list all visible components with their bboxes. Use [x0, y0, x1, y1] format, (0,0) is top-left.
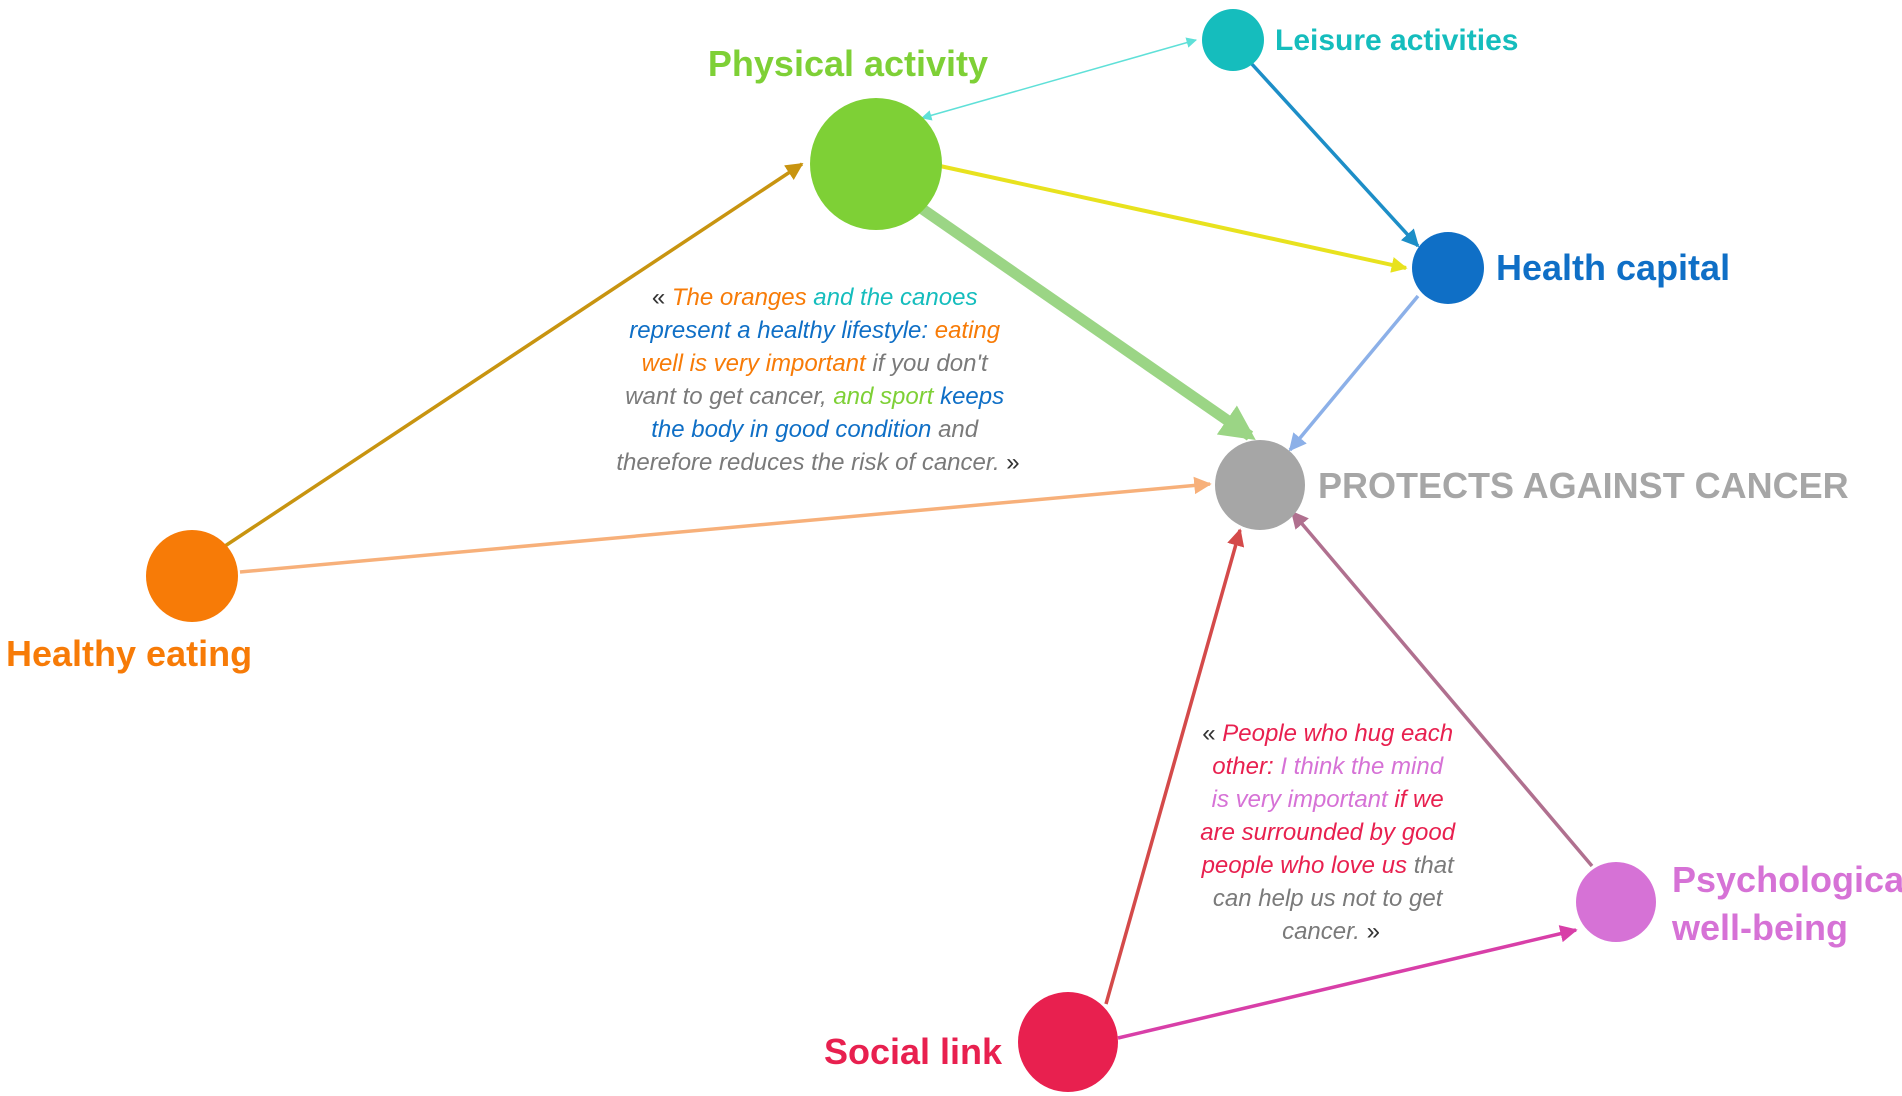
edge-healthy-eating-physical — [221, 162, 804, 550]
edge-social-protects — [1104, 528, 1245, 1005]
quote-hug: « People who hug each other: I think the… — [1200, 720, 1462, 945]
physical-activity-node — [810, 98, 942, 230]
quote2-line3: is very important if we — [1212, 786, 1444, 813]
quote2-pink-text-2: is very important — [1212, 786, 1389, 813]
quote2-open-mark: « — [1202, 720, 1222, 747]
psychological-label-line1: Psychological — [1672, 859, 1902, 900]
psychological-well-being-label: Psychological well-being — [1671, 859, 1902, 948]
quote2-gray-text: that — [1407, 852, 1455, 879]
quote2-line5: people who love us that — [1201, 852, 1456, 879]
quote1-gray-text: if you don't — [866, 350, 989, 377]
edge-leisure-health-capital — [1248, 60, 1420, 248]
quote2-red-text-3: if we — [1388, 786, 1444, 813]
quote1-orange-text-2: eating — [935, 317, 1001, 344]
quote2-line2: other: I think the mind — [1212, 753, 1443, 780]
edge-healthy-eating-protects — [239, 476, 1212, 574]
quote1-line4: want to get cancer, and sport keeps — [625, 383, 1004, 410]
psychological-label-line2: well-being — [1671, 907, 1848, 948]
quote1-line3: well is very important if you don't — [642, 350, 989, 377]
edge-psychological-protects — [1290, 510, 1594, 868]
quote1-blue-text: represent a healthy lifestyle: — [629, 317, 935, 344]
edge-health-capital-protects — [1288, 294, 1420, 452]
quote1-line2: represent a healthy lifestyle: eating — [629, 317, 1001, 344]
physical-activity-label: Physical activity — [708, 43, 988, 84]
quote2-line1: « People who hug each — [1202, 720, 1453, 747]
quote2-red-text-4: people who love us — [1201, 852, 1407, 879]
edge-leisure-physical — [920, 37, 1198, 121]
quote-healthy-lifestyle: « The oranges and the canoes represent a… — [616, 284, 1019, 476]
quote1-line6: therefore reduces the risk of cancer. » — [616, 449, 1019, 476]
social-link-label: Social link — [824, 1031, 1003, 1072]
quote1-orange-text: The oranges — [672, 284, 807, 311]
leisure-activities-node — [1202, 9, 1264, 71]
quote1-close-mark: » — [1006, 449, 1019, 476]
quote1-gray-text-4: therefore reduces the risk of cancer. — [616, 449, 1006, 476]
quote2-line6: can help us not to get — [1213, 885, 1444, 912]
quote2-red-text: People who hug each — [1222, 720, 1453, 747]
quote1-green-text: and sport — [833, 383, 934, 410]
protects-against-cancer-label: PROTECTS AGAINST CANCER — [1318, 465, 1849, 506]
psychological-well-being-node — [1576, 862, 1656, 942]
quote2-close-mark: » — [1367, 918, 1380, 945]
healthy-eating-label: Healthy eating — [6, 633, 252, 674]
quote2-pink-text: I think the mind — [1280, 753, 1443, 780]
edge-social-psychological — [1117, 925, 1578, 1040]
edge-physical-health-capital — [939, 164, 1408, 273]
social-link-node — [1018, 992, 1118, 1092]
protects-against-cancer-node — [1215, 440, 1305, 530]
health-capital-label: Health capital — [1496, 247, 1730, 288]
edge-physical-protects — [914, 201, 1256, 441]
quote1-orange-text-3: well is very important — [642, 350, 867, 377]
quote1-blue-text-2: keeps — [933, 383, 1004, 410]
quote1-blue-text-3: the body in good condition — [651, 416, 931, 443]
quote2-line4: are surrounded by good — [1200, 819, 1456, 846]
quote1-open-mark: « — [652, 284, 672, 311]
quote2-line7: cancer. » — [1282, 918, 1380, 945]
quote1-gray-text-2: want to get cancer, — [625, 383, 833, 410]
healthy-eating-node — [146, 530, 238, 622]
health-capital-node — [1412, 232, 1484, 304]
quote1-line5: the body in good condition and — [651, 416, 979, 443]
quote2-gray-text-2: cancer. — [1282, 918, 1366, 945]
quote1-line1: « The oranges and the canoes — [652, 284, 978, 311]
quote2-red-text-2: other: — [1212, 753, 1280, 780]
quote1-gray-text-3: and — [931, 416, 978, 443]
quote1-teal-text: and the canoes — [807, 284, 978, 311]
leisure-activities-label: Leisure activities — [1275, 24, 1518, 57]
